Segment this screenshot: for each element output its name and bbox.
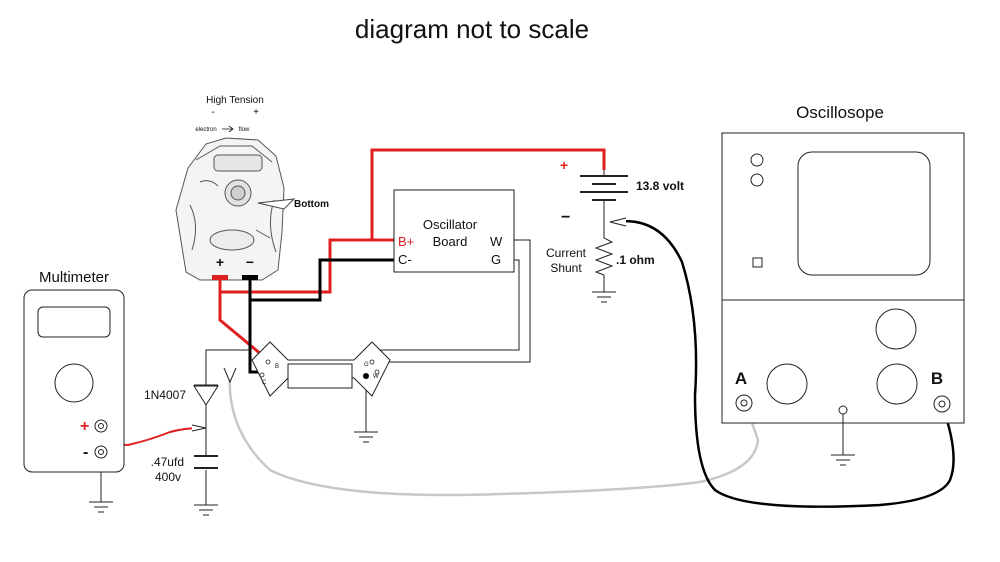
flow-label: flow	[239, 127, 250, 133]
high-tension-minus: -	[211, 107, 214, 118]
high-tension-label: High Tension	[206, 95, 264, 106]
wiring	[100, 148, 955, 508]
capacitor-label-line2: 400v	[155, 470, 181, 484]
bplus-terminal-label: B+	[398, 234, 414, 249]
scope-ground-icon	[831, 454, 855, 466]
module-g-label: G	[364, 362, 369, 368]
scope-b-probe-tip-icon	[609, 217, 627, 227]
multimeter-display	[37, 306, 111, 338]
diode-tap-wire	[205, 349, 250, 385]
scope-knob-top	[875, 308, 917, 350]
current-shunt: Current Shunt .1 ohm	[546, 232, 655, 303]
oscillator-board-box	[393, 189, 515, 273]
battery-voltage-label: 13.8 volt	[636, 179, 684, 193]
red-wire-coil-to-module	[218, 292, 263, 357]
oscilloscope-screen	[797, 151, 931, 276]
module-ground-screw	[363, 373, 369, 379]
module-c-label: C	[262, 380, 267, 386]
scope-channel-a-label: A	[735, 369, 747, 388]
scope-ground-jack	[838, 405, 848, 415]
scope-power-button	[752, 257, 763, 268]
shunt-label-line2: Shunt	[550, 261, 582, 275]
capacitor: .47ufd 400v	[151, 455, 218, 516]
scope-indicator-1	[750, 153, 764, 167]
module-ground-icon	[354, 431, 378, 443]
scope-knob-b	[876, 363, 918, 405]
multimeter-minus-label: -	[83, 444, 88, 461]
high-tension-plus: +	[253, 107, 259, 118]
red-wire-bplus-to-coil	[218, 238, 372, 294]
capacitor-ground-icon	[194, 504, 218, 516]
diode-triangle-icon	[193, 385, 219, 406]
cminus-terminal-label: C-	[398, 252, 412, 267]
coil-minus-terminal	[242, 275, 258, 280]
oscilloscope: Oscillosope A B	[721, 103, 965, 466]
oscilloscope-label: Oscillosope	[796, 103, 884, 122]
diode-label: 1N4007	[144, 388, 186, 402]
shunt-value-label: .1 ohm	[616, 253, 655, 267]
multimeter-probe-tip-icon	[191, 424, 207, 432]
coil-plus-label: +	[216, 254, 224, 270]
multimeter-dial	[54, 363, 94, 403]
module-heatsink	[287, 363, 353, 389]
oscillator-label-line1: Oscillator	[423, 217, 478, 232]
w-signal-wire	[380, 239, 531, 363]
coil-body	[175, 137, 285, 281]
multimeter-plus-label: +	[80, 418, 89, 435]
module-w-label: W	[373, 374, 379, 380]
g-signal-wire	[378, 259, 520, 351]
black-wire-cminus-to-coil	[248, 258, 394, 302]
electron-label: electron	[195, 127, 216, 133]
module-b-label: B	[275, 364, 279, 370]
multimeter-ground-icon	[89, 501, 113, 513]
red-wire-battery-to-bplus	[370, 148, 606, 242]
scope-knob-a	[766, 363, 808, 405]
battery-plus-label: +	[560, 157, 568, 173]
scope-channel-b-label: B	[931, 369, 943, 388]
coil-minus-label: −	[246, 254, 254, 270]
scope-indicator-2	[750, 173, 764, 187]
shunt-resistor-icon	[594, 232, 614, 276]
w-terminal-label: W	[490, 234, 503, 249]
scope-a-probe-lead	[228, 371, 760, 497]
g-terminal-label: G	[491, 252, 501, 267]
shunt-label-line1: Current	[546, 246, 587, 260]
multimeter: Multimeter + -	[23, 269, 125, 513]
shunt-ground-icon	[592, 291, 616, 303]
oscillator-board: Oscillator Board B+ C- W G	[393, 189, 515, 273]
bottom-label: Bottom	[294, 199, 329, 210]
capacitor-label-line1: .47ufd	[151, 455, 184, 469]
flow-arrow-icon	[222, 125, 234, 133]
diagram-title: diagram not to scale	[355, 14, 589, 44]
oscillator-label-line2: Board	[433, 234, 468, 249]
ignition-module: B C G W	[251, 341, 391, 443]
battery-minus-label: −	[561, 209, 570, 226]
scope-a-probe-tip-icon	[223, 367, 237, 384]
scope-b-probe-lead	[613, 219, 955, 508]
bottom-pointer-icon	[257, 198, 296, 210]
diode-1n4007: 1N4007	[144, 384, 219, 406]
coil-plus-terminal	[212, 275, 228, 280]
ignition-coil: High Tension - + electron flow Bottom + …	[175, 95, 329, 281]
battery: + − 13.8 volt	[560, 157, 684, 226]
multimeter-label: Multimeter	[39, 269, 109, 286]
